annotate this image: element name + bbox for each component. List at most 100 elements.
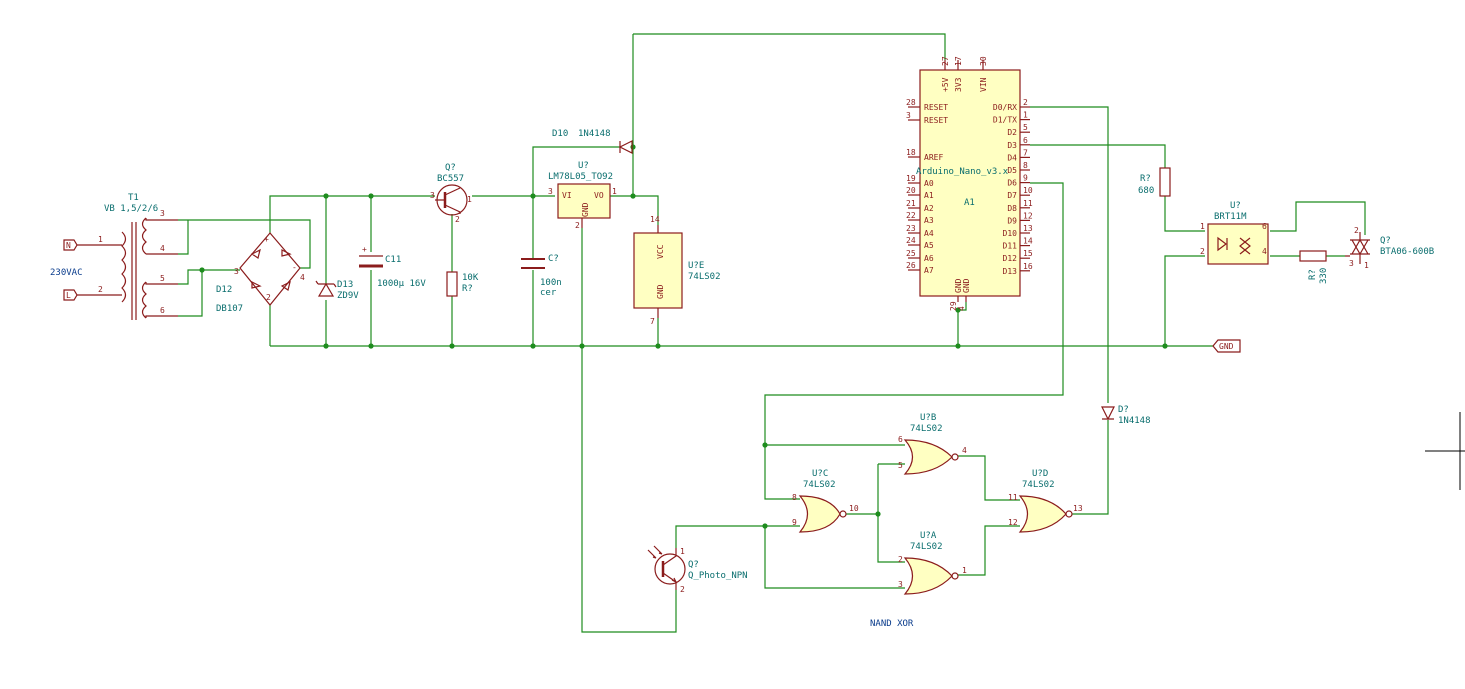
- transformer-t1: 3 4 5 6 T1 VB 1,5/2/6: [104, 193, 178, 320]
- nano-pin-num: 22: [906, 211, 916, 220]
- resistor-680: R? 680: [1138, 167, 1171, 197]
- svg-text:6: 6: [1262, 222, 1267, 231]
- nano-pin-group: 28RESET3RESET18AREF19A020A121A222A323A42…: [906, 56, 1033, 311]
- u7e-value: 74LS02: [688, 272, 721, 282]
- d10-ref: D10: [552, 129, 568, 139]
- port-l-label: L: [66, 291, 71, 300]
- capacitor-c7: C? 100n cer: [521, 254, 562, 298]
- svg-text:+: +: [362, 245, 367, 254]
- nano-pin-num: 25: [906, 249, 916, 258]
- nano-pin-name: D7: [1007, 191, 1017, 200]
- nano-pin-num: 26: [906, 261, 916, 270]
- u7a-ref: U?A: [920, 531, 937, 541]
- gate-u7a: 2 3 1 U?A 74LS02: [898, 531, 967, 595]
- nano-pin-num: 17: [954, 56, 963, 66]
- d-ref: D?: [1118, 405, 1129, 415]
- nano-pin-num: 16: [1023, 262, 1033, 271]
- nano-pin-num: 11: [1023, 199, 1033, 208]
- nano-pin-name: A2: [924, 204, 934, 213]
- svg-text:2: 2: [898, 555, 903, 564]
- zener-d13: D13 ZD9V: [315, 280, 359, 301]
- nano-ref: A1: [964, 198, 975, 208]
- nand-xor-note: NAND XOR: [870, 619, 914, 629]
- port-n: N 1: [63, 235, 122, 251]
- reg-value: LM78L05_TO92: [548, 172, 613, 182]
- svg-text:VO: VO: [594, 191, 604, 200]
- d10-value: 1N4148: [578, 129, 611, 139]
- gnd-label: GND: [1219, 342, 1234, 351]
- svg-text:3: 3: [234, 267, 239, 276]
- nano-pin-num: 20: [906, 186, 916, 195]
- svg-text:9: 9: [792, 518, 797, 527]
- nano-pin-name: +5V: [941, 77, 950, 92]
- gate-u7e-power: VCC GND 14 7 U?E 74LS02: [633, 215, 721, 326]
- junctions: [199, 144, 1168, 529]
- u7c-ref: U?C: [812, 469, 828, 479]
- svg-text:7: 7: [650, 317, 655, 326]
- r680-value: 680: [1138, 186, 1154, 196]
- photo-ref: Q?: [688, 560, 699, 570]
- regulator-lm78l05: VI VO GND 3 1 2 U? LM78L05_TO92: [548, 161, 617, 230]
- nano-pin-name: D3: [1007, 141, 1017, 150]
- nano-pin-name: A3: [924, 216, 934, 225]
- nano-pin-num: 3: [906, 111, 911, 120]
- nano-pin-name: D13: [1003, 267, 1018, 276]
- bridge-rectifier-d12: + - 3 4 2 D12 DB107: [216, 232, 305, 314]
- nano-pin-name: VIN: [979, 77, 988, 92]
- port-n-label: N: [66, 241, 71, 250]
- t1-value: VB 1,5/2/6: [104, 204, 158, 214]
- triac-value: BTA06-600B: [1380, 247, 1434, 257]
- svg-text:1: 1: [1364, 261, 1369, 270]
- svg-text:4: 4: [962, 446, 967, 455]
- svg-text:12: 12: [1008, 518, 1018, 527]
- resistor-10k: 10K R?: [446, 271, 479, 297]
- nano-pin-name: A5: [924, 241, 934, 250]
- nano-pin-num: 7: [1023, 148, 1028, 157]
- svg-text:13: 13: [1073, 504, 1083, 513]
- svg-text:2: 2: [1354, 226, 1359, 235]
- u7d-ref: U?D: [1032, 469, 1048, 479]
- nano-pin-num: 14: [1023, 237, 1033, 246]
- svg-text:3: 3: [1349, 259, 1354, 268]
- sheet-edge-marker: [1425, 412, 1465, 490]
- nano-pin-num: 19: [906, 174, 916, 183]
- svg-text:5: 5: [898, 461, 903, 470]
- r10k-value: 10K: [462, 273, 479, 283]
- nano-pin-name: RESET: [924, 116, 948, 125]
- transistor-bc557: 3 1 2 Q? BC557: [430, 163, 472, 224]
- u7a-value: 74LS02: [910, 542, 943, 552]
- nano-pin-name: RESET: [924, 103, 948, 112]
- input-voltage-label: 230VAC: [50, 268, 83, 278]
- opto-ref: U?: [1230, 201, 1241, 211]
- nano-pin-name: D12: [1003, 254, 1018, 263]
- r680-ref: R?: [1140, 174, 1151, 184]
- r330-ref: R?: [1308, 269, 1318, 280]
- svg-text:3: 3: [548, 187, 553, 196]
- svg-text:GND: GND: [656, 284, 665, 299]
- nano-pin-name: A6: [924, 254, 934, 263]
- opto-value: BRT11M: [1214, 212, 1247, 222]
- nano-pin-name: GND: [962, 278, 971, 293]
- u7c-value: 74LS02: [803, 480, 836, 490]
- svg-text:2: 2: [455, 215, 460, 224]
- port-l: L 2: [63, 285, 122, 301]
- svg-text:1: 1: [612, 187, 617, 196]
- r330-value: 330: [1319, 268, 1329, 284]
- nano-pin-name: A1: [924, 191, 934, 200]
- nano-pin-name: A7: [924, 266, 934, 275]
- svg-text:VI: VI: [562, 191, 572, 200]
- nano-pin-name: AREF: [924, 153, 943, 162]
- svg-text:1: 1: [680, 547, 685, 556]
- svg-text:4: 4: [300, 273, 305, 282]
- svg-text:VCC: VCC: [656, 244, 665, 259]
- nano-pin-num: 4: [957, 306, 966, 311]
- nano-pin-num: 21: [906, 199, 916, 208]
- gnd-port: GND: [1212, 339, 1241, 353]
- nano-pin-num: 10: [1023, 186, 1033, 195]
- svg-text:6: 6: [160, 306, 165, 315]
- optotriac-brt11m: 1 2 6 4 U? BRT11M: [1200, 201, 1269, 265]
- gate-u7d: 11 12 13 U?D 74LS02: [1008, 469, 1083, 533]
- svg-text:10: 10: [849, 504, 859, 513]
- nano-pin-num: 2: [1023, 98, 1028, 107]
- svg-text:3: 3: [898, 580, 903, 589]
